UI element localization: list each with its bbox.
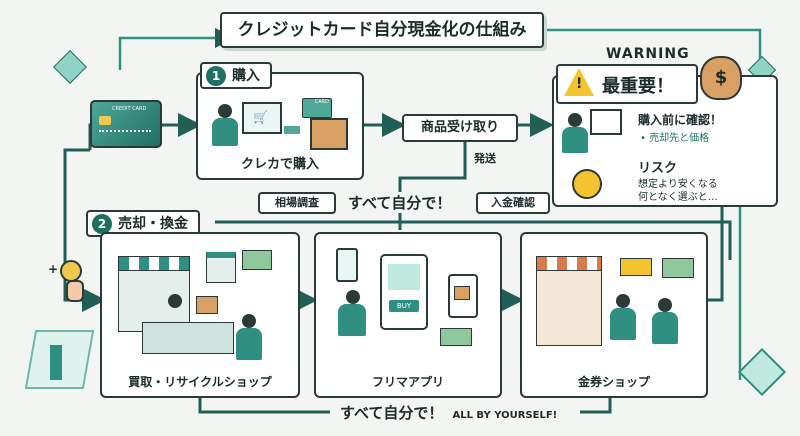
voucher-shop-panel: 金券ショップ <box>520 232 708 398</box>
step1-caption: クレカで購入 <box>240 157 319 172</box>
mini-store-icon <box>206 252 236 283</box>
coin-icon <box>60 260 82 282</box>
ticket-icon <box>620 258 652 276</box>
clerk2-icon <box>616 294 630 308</box>
seller-icon <box>346 290 360 304</box>
customer2-body <box>652 312 678 344</box>
step1-number: 1 <box>206 66 226 86</box>
clerk-icon <box>168 294 182 308</box>
pillar-block <box>50 345 62 380</box>
person-icon <box>218 104 232 118</box>
check-title: 購入前に確認！ <box>638 113 723 127</box>
cash-voucher-icon <box>662 258 694 278</box>
clerk2-body <box>610 308 636 340</box>
title-banner: クレジットカード自分現金化の仕組み <box>220 12 544 48</box>
warning-heading: WARNING <box>606 46 690 62</box>
step1-header: 1 購入 <box>200 62 272 89</box>
voucher-shop-label: 金券ショップ <box>577 375 650 389</box>
check-item: • 売却先と価格 <box>640 133 710 144</box>
hand-icon <box>66 280 84 302</box>
customer-icon <box>242 314 256 328</box>
person-pointing-icon <box>568 113 582 127</box>
credit-card: CREDIT CARD <box>90 100 162 148</box>
page-title: クレジットカード自分現金化の仕組み <box>237 20 527 40</box>
all-by-yourself-en: ALL BY YOURSELF! <box>452 410 558 421</box>
mini-card-icon: CARD <box>302 98 332 118</box>
package-icon <box>310 118 348 150</box>
phone-small-icon <box>336 248 358 282</box>
phone-main-icon: BUY <box>380 254 428 330</box>
voucher-booth <box>536 270 602 346</box>
money-bag-icon: $ <box>700 56 742 100</box>
warning-title: 最重要！ <box>602 76 674 97</box>
cart-icon: 🛒 <box>253 110 268 124</box>
customer2-icon <box>658 298 672 312</box>
warning-triangle-icon <box>564 68 594 96</box>
person-body <box>212 118 238 146</box>
market-research-label: 相場調査 <box>258 192 336 214</box>
payment-confirm-label: 入金確認 <box>476 192 550 214</box>
customer-body <box>236 328 262 360</box>
seller-body <box>338 304 366 336</box>
risk-title: リスク <box>638 161 678 176</box>
recycle-shop-label: 買取・リサイクルショップ <box>128 375 272 389</box>
warning-exclaim: ! <box>576 76 583 92</box>
bottom-banner: すべて自分で！ ALL BY YOURSELF! <box>336 402 562 423</box>
card-text: CREDIT CARD <box>112 106 147 112</box>
box-icon <box>196 296 218 314</box>
flea-app-panel: BUY フリマアプリ <box>314 232 502 398</box>
cash-icon <box>242 250 272 270</box>
recycle-shop-panel: 買取・リサイクルショップ <box>100 232 300 398</box>
card-chip-icon <box>99 116 111 125</box>
all-by-yourself-middle: すべて自分で！ <box>344 192 456 213</box>
card-number <box>99 130 151 135</box>
plus-sign: + <box>48 262 59 276</box>
chart-board-icon <box>590 109 622 135</box>
all-by-yourself-bottom: すべて自分で！ <box>340 404 444 422</box>
step1-label: 購入 <box>232 68 260 84</box>
package-small-icon <box>454 286 470 300</box>
receive-label: 商品受け取り <box>402 114 518 142</box>
step2-number: 2 <box>92 214 112 234</box>
flea-app-label: フリマアプリ <box>371 375 444 389</box>
monitor-icon <box>242 102 282 134</box>
image-placeholder <box>388 264 420 290</box>
risk-line1: 想定より安くなる <box>638 179 718 190</box>
risk-face-icon <box>572 169 602 199</box>
step2-label: 売却・換金 <box>118 216 188 232</box>
risk-line2: 何となく選ぶと… <box>638 192 718 203</box>
mini-card-text: CARD <box>314 99 329 105</box>
step1-panel: クレカで購入 🛒 CARD <box>196 72 364 180</box>
counter <box>142 322 234 354</box>
cash-small-icon <box>440 328 472 346</box>
person-pointing-body <box>562 127 588 153</box>
warning-header: ! 最重要！ <box>556 64 698 104</box>
arrow-icon <box>284 126 300 134</box>
ship-label: 発送 <box>474 152 496 165</box>
buy-button[interactable]: BUY <box>389 300 419 312</box>
